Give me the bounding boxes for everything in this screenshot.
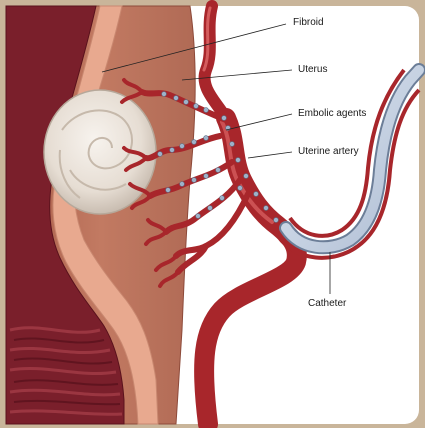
label-uterine-artery: Uterine artery bbox=[298, 146, 359, 158]
label-uterus: Uterus bbox=[298, 64, 327, 76]
label-embolic-agents: Embolic agents bbox=[298, 108, 366, 120]
label-fibroid: Fibroid bbox=[293, 17, 324, 29]
label-catheter: Catheter bbox=[308, 298, 346, 310]
